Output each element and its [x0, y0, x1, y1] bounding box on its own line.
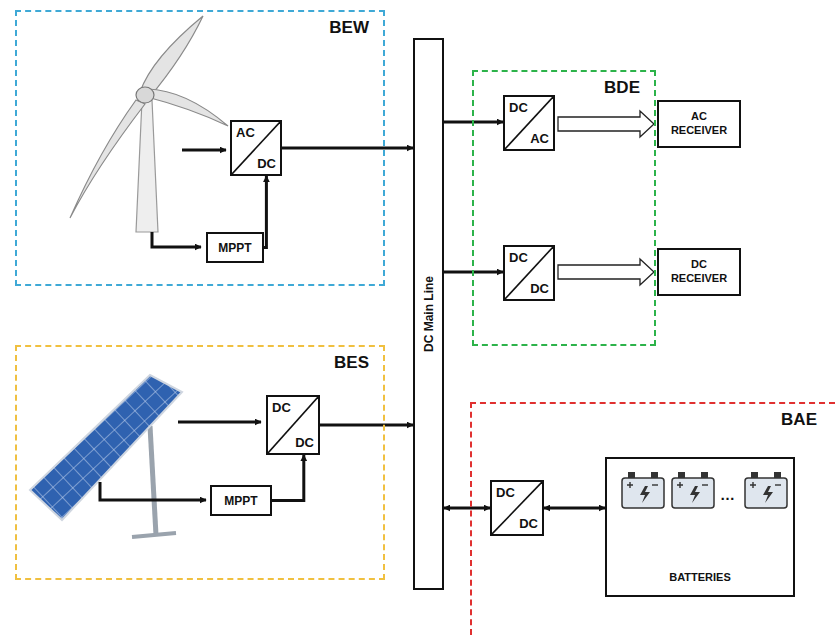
connector [282, 147, 413, 150]
group-region: BEW AC DC MPPT [15, 10, 385, 286]
converter-box: DC DC [503, 245, 555, 301]
process-box: AC RECEIVER [657, 100, 741, 148]
power-arrow [178, 421, 261, 424]
converter-box: DC DC [490, 480, 544, 536]
group-heading: BEW [329, 18, 369, 38]
connector [558, 259, 654, 285]
node-label: DC Main Line [422, 276, 436, 352]
sense-line [100, 482, 206, 500]
node-label: DC [257, 156, 276, 171]
node-label: DC [509, 100, 528, 115]
connector [320, 424, 413, 427]
process-box: BATTERIES [605, 457, 795, 597]
node-label: BATTERIES [607, 571, 793, 583]
group-region: BDE DC AC DC DC [472, 70, 656, 346]
sense-line [152, 232, 201, 247]
converter-box: DC DC [266, 395, 320, 455]
node-label: DC [530, 281, 549, 296]
node-label: DC [272, 400, 291, 415]
solar-panel [30, 375, 182, 537]
bus-bar: DC Main Line [413, 38, 444, 590]
power-arrow [182, 149, 226, 152]
group-region: BAE DC DC BATTERIES [470, 402, 835, 635]
node-label: DC [509, 250, 528, 265]
node-label: AC [530, 131, 549, 146]
ellipsis-mark: … [720, 486, 735, 503]
node-label: DC [496, 485, 515, 500]
process-box: MPPT [206, 232, 264, 263]
converter-box: DC AC [503, 95, 555, 151]
connector [558, 111, 654, 137]
connector [272, 455, 304, 501]
node-label: DC [519, 516, 538, 531]
node-label: AC [236, 125, 255, 140]
wind-turbine [70, 16, 228, 232]
group-heading: BDE [604, 78, 640, 98]
node-label: DC RECEIVER [663, 258, 735, 286]
node-label: DC [295, 435, 314, 450]
connector [544, 507, 605, 510]
node-label: AC RECEIVER [663, 110, 735, 138]
node-label: MPPT [216, 493, 266, 508]
process-box: MPPT [210, 485, 272, 516]
connector [264, 176, 266, 248]
connector [444, 507, 490, 510]
group-heading: BAE [781, 410, 817, 430]
converter-box: AC DC [230, 120, 282, 176]
process-box: DC RECEIVER [657, 248, 741, 296]
battery-icons [622, 472, 787, 508]
group-region: BES DC DC MPPT [15, 345, 385, 580]
group-heading: BES [334, 353, 369, 373]
node-label: MPPT [212, 240, 258, 255]
